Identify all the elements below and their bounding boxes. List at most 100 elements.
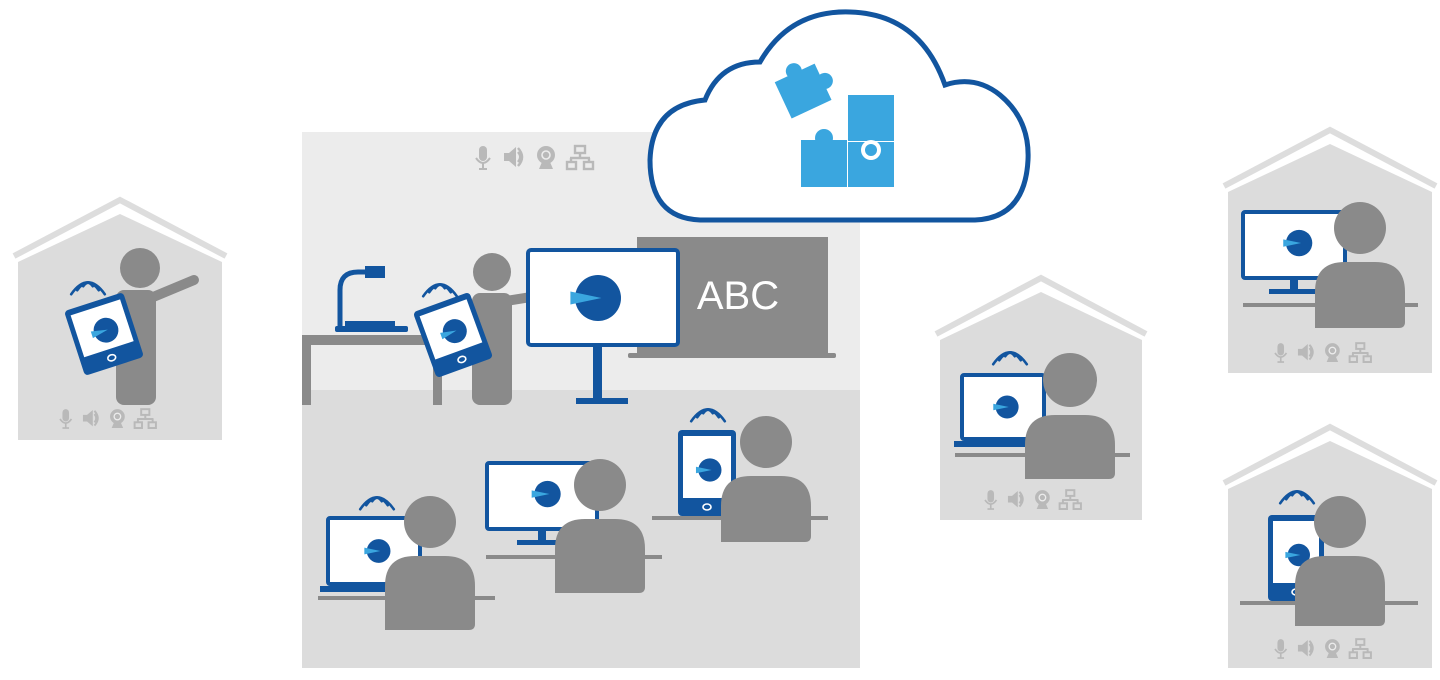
cloud-outline — [647, 9, 1031, 223]
person-head — [473, 253, 511, 291]
network-links — [1061, 495, 1079, 504]
mic-capsule — [62, 409, 70, 422]
network-icon — [1348, 638, 1372, 660]
laptop-base — [320, 586, 426, 592]
puzzle-knob — [816, 72, 833, 89]
house-roof-outline — [1222, 423, 1438, 486]
webcam-body — [110, 409, 125, 424]
person-head — [404, 496, 456, 548]
webcam-body — [1325, 343, 1340, 358]
webcam-stand — [111, 422, 124, 429]
speaker-wave — [517, 151, 522, 163]
doc-cam-head — [365, 266, 385, 278]
speaker-icon — [82, 409, 99, 427]
student-person — [1025, 353, 1115, 479]
student-person — [385, 496, 475, 630]
speaker-icon — [1297, 639, 1314, 657]
pie-chart-icon — [570, 275, 621, 321]
person-head — [740, 416, 792, 468]
webcam-body — [537, 146, 555, 164]
av-device-icons — [1274, 638, 1372, 660]
pie-slice — [993, 403, 1009, 411]
pie-slice — [1285, 551, 1301, 559]
network-node-right — [1362, 651, 1372, 660]
remote-home-student — [934, 274, 1148, 520]
student-person — [1295, 496, 1385, 626]
pie-chart-icon — [90, 317, 119, 343]
chalkboard-ledge — [628, 353, 836, 358]
wifi-arc — [1003, 351, 1017, 358]
microphone-icon — [1274, 343, 1288, 363]
wifi-arc — [433, 283, 447, 290]
remote-home-student — [1222, 423, 1438, 668]
webcam-lens — [1328, 642, 1337, 651]
webcam-stand — [1036, 503, 1049, 510]
student-person — [1315, 202, 1405, 328]
network-node-left — [1348, 651, 1358, 660]
pie-slice — [90, 329, 108, 339]
person-head — [120, 248, 160, 288]
person-body — [555, 519, 645, 593]
puzzle-piece — [801, 140, 847, 187]
person-body — [1025, 415, 1115, 479]
doc-cam-plate — [345, 321, 395, 326]
puzzle-icon — [774, 63, 894, 187]
speaker-wave — [1308, 347, 1313, 357]
pie-slice — [364, 547, 381, 555]
network-node-right — [582, 160, 595, 171]
mic-stem — [1279, 357, 1282, 363]
network-node-left — [565, 160, 578, 171]
mic-stem — [989, 504, 992, 510]
webcam-stand — [539, 162, 553, 169]
network-node-right — [1072, 502, 1082, 511]
pie-chart-icon — [531, 480, 561, 508]
speaker-cone — [1297, 639, 1308, 657]
network-icon — [565, 144, 595, 171]
av-device-icons — [984, 489, 1082, 511]
puzzle-piece — [848, 95, 894, 141]
student-person — [555, 459, 645, 593]
speaker-wave — [1308, 344, 1314, 361]
house-roof-outline — [934, 274, 1148, 337]
interactive-display — [526, 248, 680, 404]
wifi-icon — [689, 408, 727, 423]
person-arm — [141, 275, 199, 305]
student-person — [721, 416, 811, 542]
av-device-icons — [59, 408, 157, 430]
speaker-wave — [517, 147, 524, 167]
person-head — [1314, 496, 1366, 548]
person-body — [1295, 556, 1385, 626]
wifi-arc — [370, 496, 384, 503]
laptop-base — [954, 441, 1050, 447]
mic-base — [987, 508, 995, 510]
webcam-lens — [541, 150, 551, 160]
microphone-icon — [984, 490, 998, 510]
network-links — [136, 414, 154, 423]
speaker-cone — [504, 147, 516, 167]
network-icon — [1348, 342, 1372, 364]
monitor-stand — [538, 531, 546, 541]
display-base — [576, 398, 628, 404]
teacher-table-top — [302, 335, 442, 345]
person-head — [1334, 202, 1386, 254]
speaker-wave — [1018, 494, 1023, 504]
mic-capsule — [987, 490, 995, 503]
pie-chart-icon — [364, 539, 391, 563]
speaker-icon — [504, 147, 524, 167]
pie-slice — [1283, 239, 1302, 247]
webcam-lens — [1038, 493, 1047, 502]
pie-slice — [440, 330, 457, 340]
webcam-icon — [537, 146, 555, 169]
house-body — [1228, 441, 1432, 668]
wifi-arc — [81, 281, 95, 288]
mic-base — [62, 427, 70, 429]
table-leg — [302, 345, 311, 405]
mic-stem — [64, 423, 67, 429]
mic-stem — [482, 163, 484, 169]
network-icon — [1058, 489, 1082, 511]
speaker-cone — [82, 409, 93, 427]
network-node-right — [1362, 355, 1372, 364]
pie-chart-icon — [695, 458, 722, 482]
microphone-icon — [59, 409, 73, 429]
